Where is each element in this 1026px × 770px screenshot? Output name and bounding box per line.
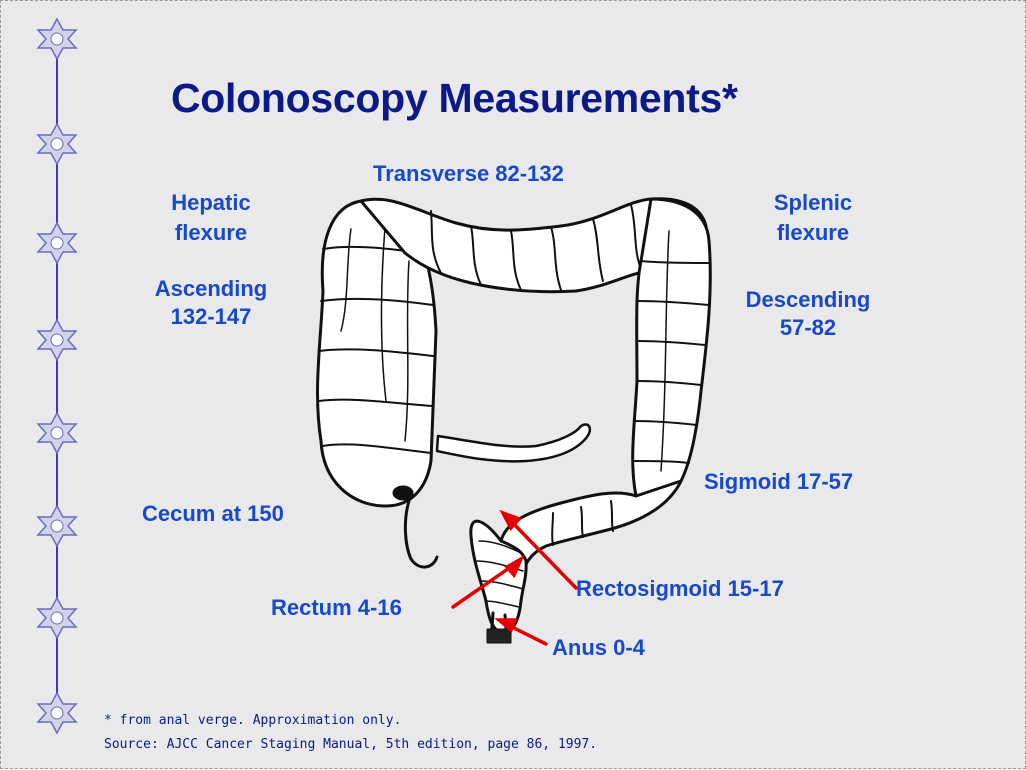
label-splenic-flexure: Splenic flexure: [753, 188, 873, 249]
label-splenic-line2: flexure: [753, 218, 873, 248]
label-descending: Descending 57-82: [723, 286, 893, 341]
label-ascending-line2: 132-147: [131, 303, 291, 331]
label-hepatic-line1: Hepatic: [151, 188, 271, 218]
label-cecum: Cecum at 150: [142, 499, 284, 529]
label-descending-line2: 57-82: [723, 314, 893, 342]
footnote-line1: * from anal verge. Approximation only.: [104, 713, 401, 728]
label-ascending: Ascending 132-147: [131, 275, 291, 330]
label-ascending-line1: Ascending: [131, 275, 291, 303]
label-splenic-line1: Splenic: [753, 188, 873, 218]
label-hepatic-line2: flexure: [151, 218, 271, 248]
label-sigmoid: Sigmoid 17-57: [704, 467, 853, 497]
slide-title: Colonoscopy Measurements*: [171, 75, 931, 122]
label-rectosigmoid: Rectosigmoid 15-17: [576, 574, 784, 604]
label-transverse: Transverse 82-132: [373, 159, 564, 189]
footnote-line2: Source: AJCC Cancer Staging Manual, 5th …: [104, 737, 597, 752]
label-anus: Anus 0-4: [552, 633, 645, 663]
label-descending-line1: Descending: [723, 286, 893, 314]
label-rectum: Rectum 4-16: [271, 593, 402, 623]
label-hepatic-flexure: Hepatic flexure: [151, 188, 271, 249]
